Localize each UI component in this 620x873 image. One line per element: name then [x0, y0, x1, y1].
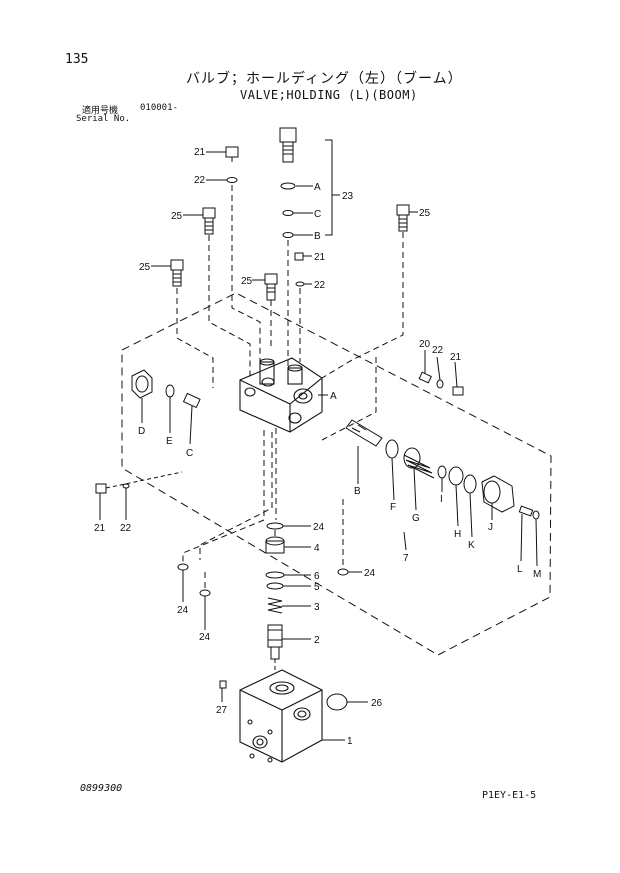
callout-21-left: 21 — [94, 523, 106, 534]
valve-2 — [267, 624, 283, 660]
callout-sub-a: A — [314, 182, 321, 193]
plug-j — [481, 475, 515, 513]
drawing-code: 0899300 — [80, 783, 123, 794]
cap-screw-25-a — [202, 207, 216, 235]
spool-b — [345, 419, 383, 447]
plug-27 — [219, 680, 227, 689]
callout-3: 3 — [314, 602, 320, 613]
title-english: VALVE;HOLDING (L)(BOOM) — [240, 88, 418, 102]
screw-21-left — [95, 483, 107, 494]
ring-h — [448, 466, 464, 486]
callout-c: C — [186, 448, 193, 459]
o-ring-i — [437, 465, 447, 479]
callout-24-d: 24 — [364, 568, 376, 579]
callout-25-a: 25 — [171, 211, 183, 222]
plug-d — [131, 369, 153, 399]
callout-d: D — [138, 426, 145, 437]
callout-4: 4 — [314, 543, 320, 554]
washer-22-top — [226, 177, 238, 183]
callout-26: 26 — [371, 698, 383, 709]
cap-screw-21-top — [225, 146, 239, 158]
o-ring-k — [463, 474, 477, 494]
o-ring-23c — [282, 210, 294, 216]
screw-21-r — [452, 386, 464, 396]
spring-3 — [267, 597, 283, 614]
callout-27: 27 — [216, 705, 228, 716]
plug-20 — [418, 371, 432, 384]
callout-k: K — [468, 540, 475, 551]
callout-l: L — [517, 564, 523, 575]
cap-screw-25-c — [264, 273, 278, 301]
cap-screw-25-b — [170, 259, 184, 287]
callout-b: B — [354, 486, 361, 497]
callout-a-body: A — [330, 391, 337, 402]
o-ring-24-a — [266, 522, 284, 530]
callout-25-c: 25 — [241, 276, 253, 287]
serial-range: 010001- — [140, 103, 178, 113]
washer-22-r — [436, 379, 444, 389]
page-number: 135 — [65, 52, 89, 67]
callout-sub-b: B — [314, 231, 321, 242]
washer-f — [385, 439, 399, 459]
spring-g — [403, 447, 435, 479]
ring-5 — [266, 582, 284, 590]
callout-m: M — [533, 569, 541, 580]
callout-21-top: 21 — [194, 147, 206, 158]
serial-label-japanese: 適用号機 — [82, 106, 119, 116]
callout-i: I — [440, 494, 443, 505]
callout-22-top: 22 — [194, 175, 206, 186]
callout-g: G — [412, 513, 420, 524]
callout-25-b: 25 — [139, 262, 151, 273]
o-ring-6 — [265, 571, 285, 579]
valve-body-upper — [239, 357, 323, 433]
o-ring-e — [165, 384, 175, 398]
cap-screw-25-d — [396, 204, 410, 232]
callout-20: 20 — [419, 339, 431, 350]
callout-22-right: 22 — [432, 345, 444, 356]
callout-1: 1 — [347, 736, 353, 747]
plug-23 — [279, 127, 297, 163]
callout-24-b: 24 — [177, 605, 189, 616]
callout-e: E — [166, 436, 173, 447]
callout-24-c: 24 — [199, 632, 211, 643]
o-ring-23b — [282, 232, 294, 238]
callout-23: 23 — [342, 191, 354, 202]
screw-21-mid — [294, 252, 304, 261]
callout-25-d: 25 — [419, 208, 431, 219]
o-ring-24-c — [199, 589, 211, 597]
callout-h: H — [454, 529, 461, 540]
callout-f: F — [390, 502, 396, 513]
washer-22-mid — [295, 281, 305, 287]
callout-21-right: 21 — [450, 352, 462, 363]
washer-22-left — [122, 483, 130, 489]
page-code: P1EY-E1-5 — [482, 790, 537, 801]
callout-sub-c: C — [314, 209, 321, 220]
callout-6: 6 — [314, 571, 320, 582]
callout-21-mid: 21 — [314, 252, 326, 263]
assembly-7-boundary — [121, 292, 552, 656]
callout-2: 2 — [314, 635, 320, 646]
o-ring-23a — [280, 182, 296, 190]
title-japanese: バルブ；ホールディング（左）（ブーム） — [186, 71, 463, 87]
o-ring-24-b — [177, 563, 189, 571]
callout-5: 5 — [314, 582, 320, 593]
o-ring-26 — [326, 693, 348, 711]
callout-24-a: 24 — [313, 522, 325, 533]
valve-body-1 — [239, 669, 323, 763]
callout-7: 7 — [403, 553, 409, 564]
seat-c-left — [182, 392, 201, 409]
serial-label-english: Serial No. — [76, 114, 131, 124]
plug-4 — [265, 536, 285, 554]
o-ring-24-d — [337, 568, 349, 576]
callout-j: J — [488, 522, 493, 533]
callout-22-left: 22 — [120, 523, 132, 534]
callout-22-mid: 22 — [314, 280, 326, 291]
